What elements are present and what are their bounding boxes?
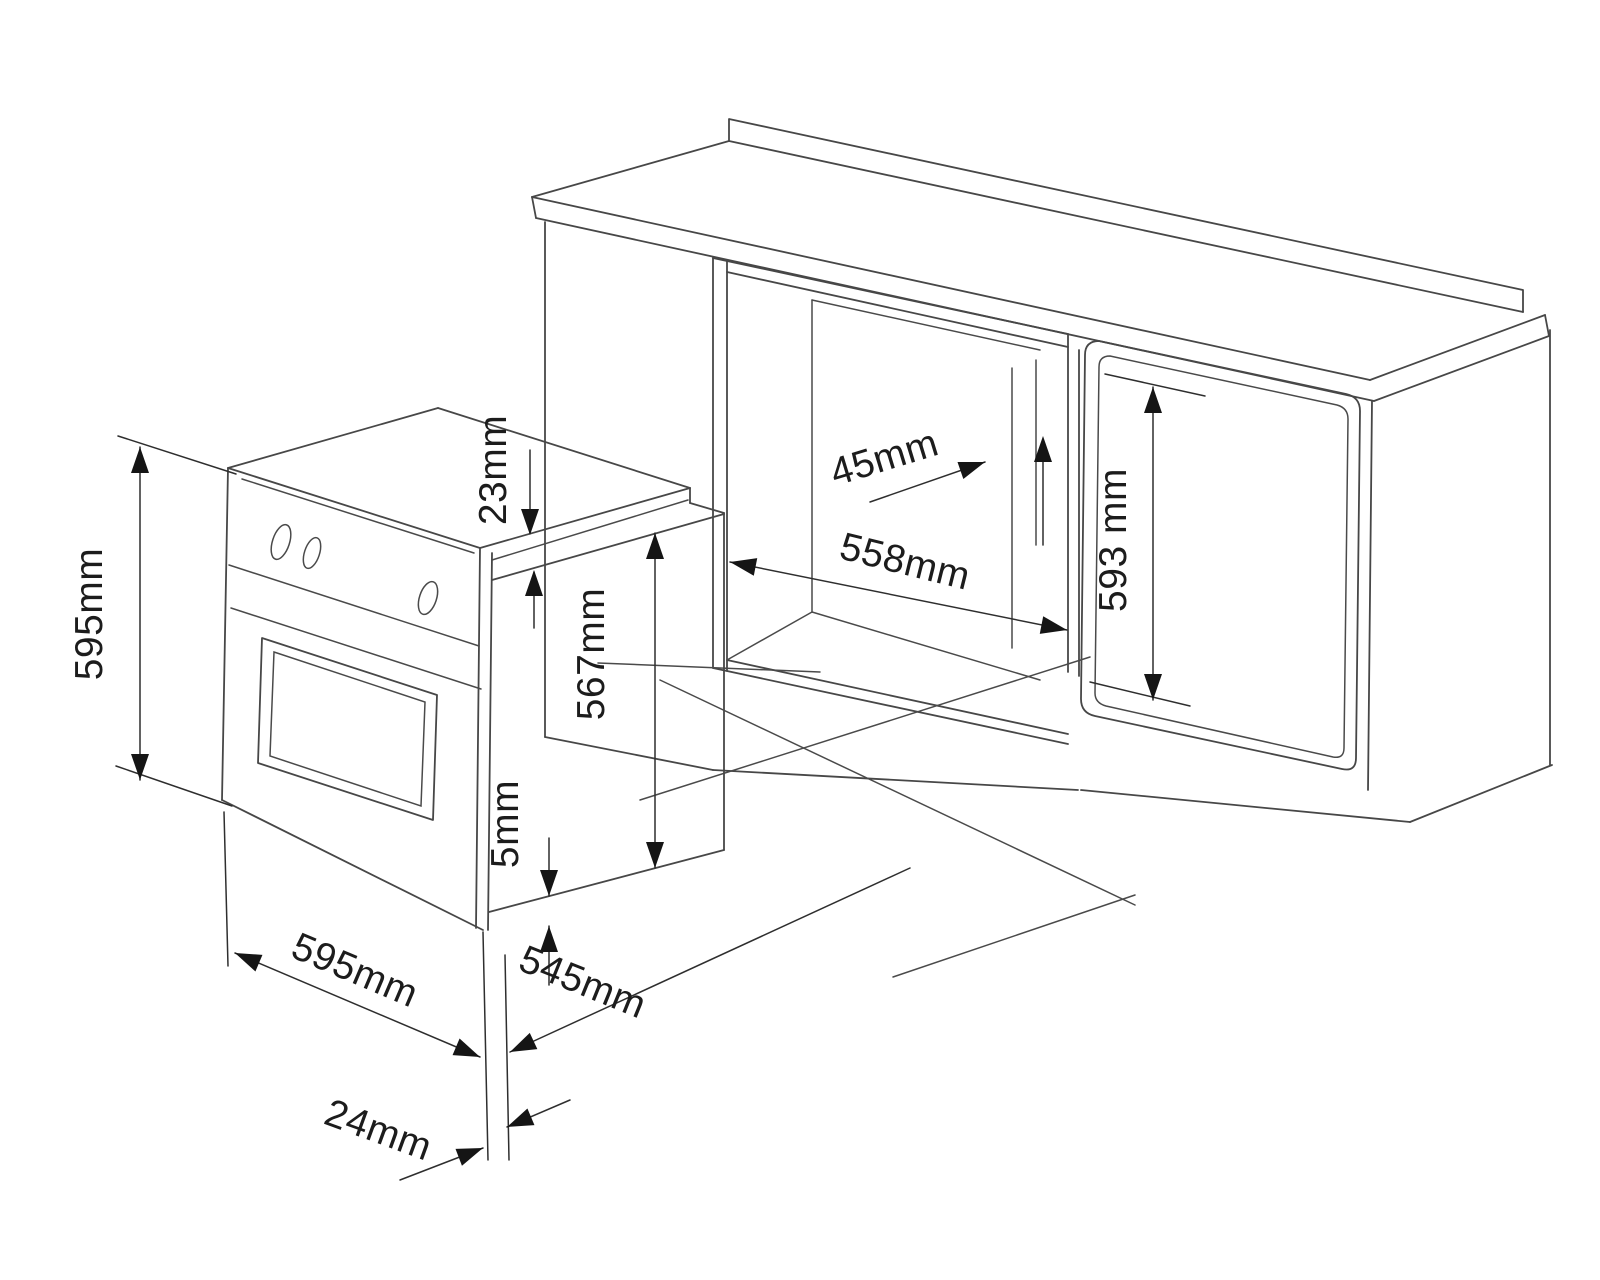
countertop-right-top-edge (1369, 314, 1546, 381)
oven-front-bottom-edge (221, 799, 484, 931)
oven-front-right-edge (475, 547, 481, 929)
guide-line-3 (597, 662, 821, 673)
guide-line-4 (892, 894, 1136, 978)
dim-line-oven-depth (509, 867, 911, 1053)
dim-line-oven-width (234, 952, 481, 1058)
oven-drawing (221, 407, 725, 931)
arrowhead-icon (455, 1148, 483, 1166)
arrowhead-icon (510, 1032, 538, 1052)
arrowhead-icon (525, 570, 543, 596)
oven-carcass-top-edge (491, 513, 725, 581)
oven-top-right-edge (479, 487, 691, 549)
oven-top-left-edge (227, 407, 439, 469)
oven-control-band-top-line (228, 564, 480, 647)
arrowhead-icon (131, 447, 149, 473)
dimension-lines (115, 373, 1206, 1181)
arrowhead-icon (1144, 674, 1162, 700)
arrowhead-icon (646, 533, 664, 559)
dim-label-oven-depth: 545mm (513, 938, 652, 1028)
countertop-right-bottom-edge (1373, 335, 1550, 402)
arrowhead-icon (1034, 436, 1052, 462)
guide-line-1 (659, 679, 1136, 906)
oven-top-back-edge (437, 407, 691, 489)
cabinet-base-front-edge (1080, 789, 1411, 823)
arrowhead-icon (1144, 387, 1162, 413)
dim-ext-oven-left (223, 811, 229, 967)
dim-label-top-gap: 23mm (472, 415, 515, 525)
oven-control-band-bottom-line (230, 607, 482, 690)
niche-floor-back-edge (811, 611, 1041, 681)
cabinet-door (1080, 340, 1361, 771)
oven-top-front-trim-line (241, 478, 475, 554)
oven-front-left-edge (221, 467, 229, 801)
dim-line-niche-width (729, 561, 1068, 631)
dimension-labels: 595mm 23mm 567mm 5mm 593 mm 45mm 558mm 5… (68, 415, 1135, 1170)
cabinet-base-mid-edge (712, 769, 1079, 791)
countertop-left-end (531, 196, 537, 219)
arrowhead-icon (1039, 616, 1067, 634)
oven-frame-side-edge (487, 552, 493, 931)
arrowhead-icon (235, 953, 263, 972)
dim-label-oven-width: 595mm (285, 925, 424, 1016)
countertop-left-top-edge (531, 140, 730, 198)
niche-floor-left-edge (726, 611, 813, 661)
arrowhead-icon (131, 754, 149, 780)
cabinet-base-right-edge (1409, 764, 1553, 823)
backsplash-bottom-edge (728, 140, 1524, 313)
arrowhead-icon (521, 509, 539, 535)
dim-ext-oven-depth (504, 954, 510, 1161)
oven-carcass-bottom-edge (488, 849, 725, 913)
guide-line-2 (639, 656, 1091, 801)
dim-label-rear-clearance: 45mm (825, 421, 943, 494)
dimension-arrowheads (131, 387, 1162, 1166)
cabinet-drawing (531, 118, 1553, 978)
arrowhead-icon (646, 842, 664, 868)
cabinet-base-left-edge (544, 736, 714, 771)
dim-tick (115, 765, 233, 807)
oven-top-right-trim-line (491, 499, 689, 561)
countertop-right-end (1544, 314, 1550, 337)
cabinet-right-front-edge (1367, 400, 1373, 791)
dim-label-bottom-gap: 5mm (484, 780, 527, 868)
dim-label-front-overhang: 24mm (319, 1091, 437, 1169)
dim-tick (117, 435, 237, 475)
cabinet-door-inner-line (1094, 355, 1349, 759)
dim-label-carcass-height: 567mm (570, 588, 613, 721)
arrowhead-icon (507, 1108, 535, 1127)
arrowhead-icon (540, 926, 558, 952)
arrowhead-icon (730, 558, 758, 576)
countertop-front-top-edge (531, 196, 1371, 381)
arrowhead-icon (957, 461, 985, 479)
oven-knob-icon (417, 580, 439, 616)
dim-tick (1104, 373, 1206, 397)
dim-label-niche-height: 593 mm (1092, 468, 1135, 612)
niche-top-edge-outer (712, 257, 1069, 335)
arrowhead-icon (452, 1038, 480, 1057)
niche-bottom-edge-outer (712, 667, 1069, 745)
arrowhead-icon (540, 870, 558, 896)
dim-ext-oven-front-corner (482, 931, 489, 1161)
niche-top-edge-inner (726, 271, 1069, 348)
dim-tick (1089, 681, 1191, 707)
oven-door-window-outer (257, 637, 438, 821)
backsplash (728, 118, 1524, 313)
niche-interior-ceiling-edge (811, 299, 1041, 351)
dim-label-oven-height: 595mm (68, 548, 111, 681)
oven-carcass-notch-edge (689, 502, 725, 514)
oven-knob-icon (270, 523, 292, 561)
oven-door-window-inner (269, 650, 426, 808)
oven-top-front-edge (227, 467, 481, 549)
oven-knob-icon (302, 536, 322, 570)
niche-floor-front-edge (726, 659, 1069, 735)
